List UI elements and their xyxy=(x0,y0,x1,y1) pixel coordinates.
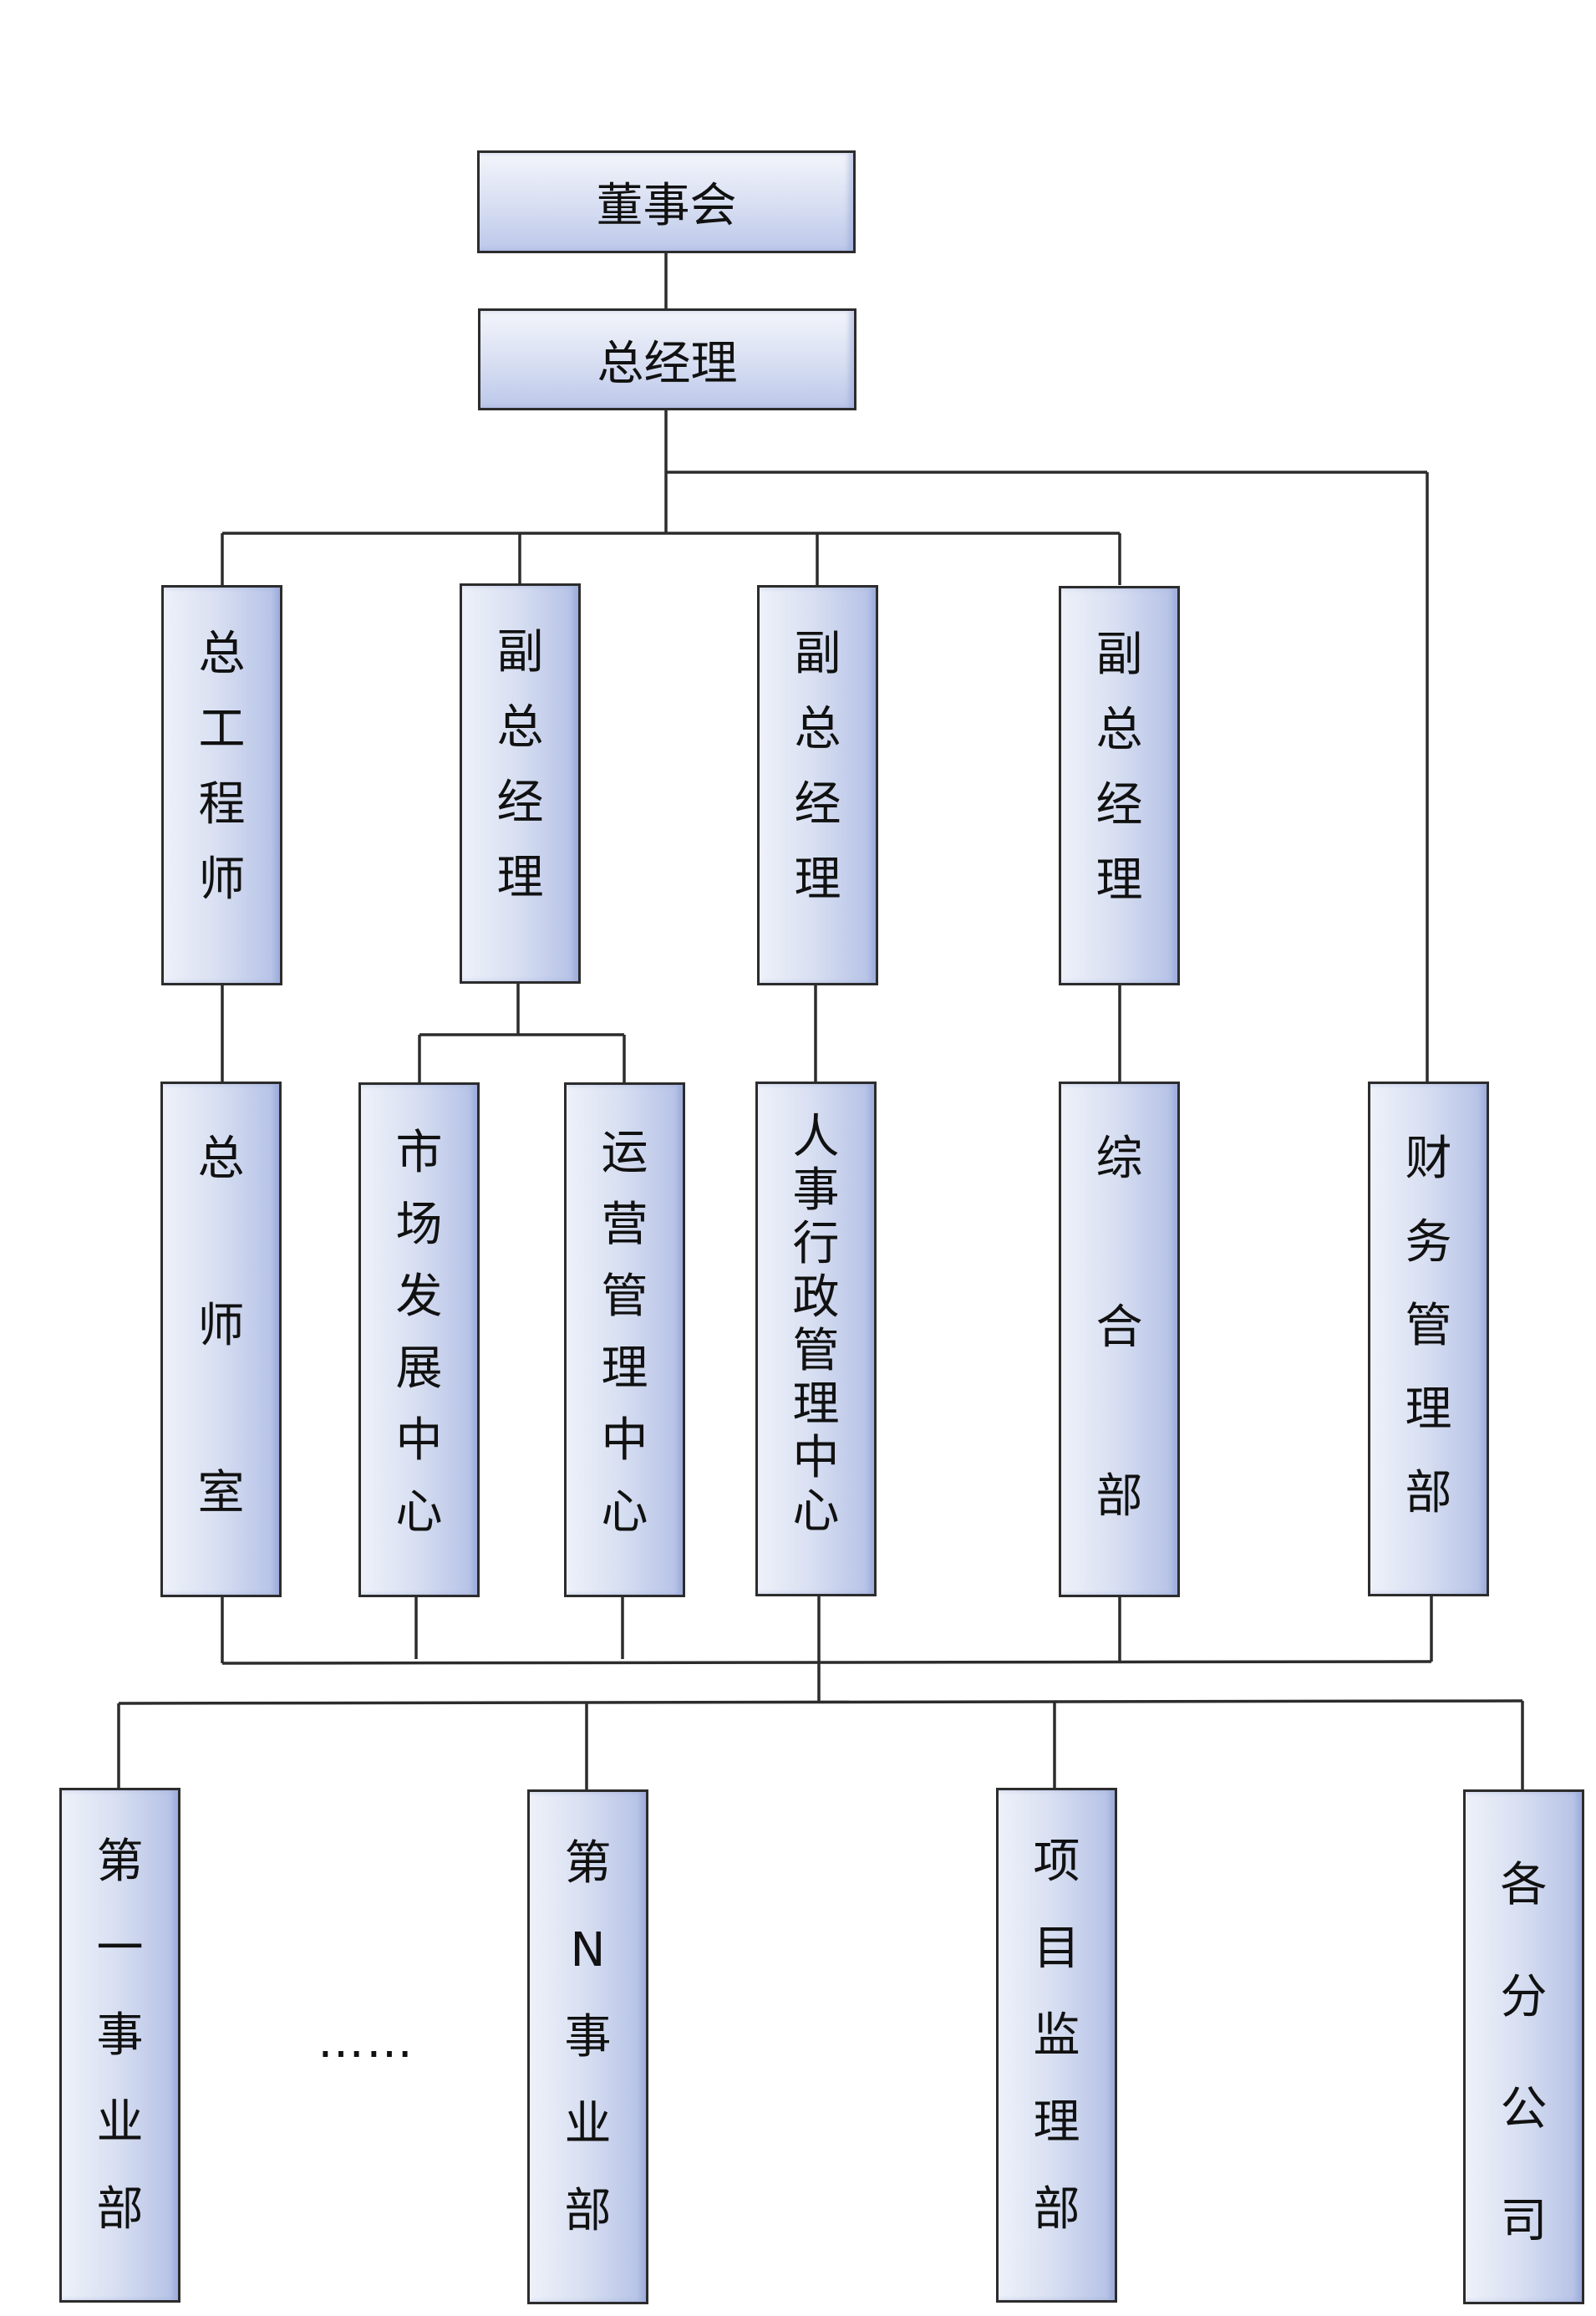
node-label-char: 中 xyxy=(395,1413,443,1468)
node-project-supervision-department: 项目监理部 xyxy=(996,1788,1117,2303)
node-label-char: 项 xyxy=(1033,1835,1080,1889)
node-label-char: 第 xyxy=(96,1835,144,1889)
connector-lines xyxy=(117,252,1524,1790)
node-label-char: 程 xyxy=(198,777,246,832)
node-label-char: 事 xyxy=(96,2008,144,2063)
node-label-char: 副 xyxy=(1095,628,1143,682)
node-label-char: 场 xyxy=(395,1198,443,1252)
node-label-char: 管 xyxy=(601,1270,648,1324)
node-vice-general-manager-3: 副总经理 xyxy=(1059,586,1180,985)
node-label-char: 室 xyxy=(197,1466,245,1520)
node-label-char: 心 xyxy=(395,1485,443,1540)
connector-level4-bus xyxy=(118,1699,1523,1705)
node-first-business-unit: 第一事业部 xyxy=(59,1788,180,2303)
node-label-char: 部 xyxy=(564,2184,612,2238)
node-finance-management-department: 财务管理部 xyxy=(1368,1082,1489,1596)
node-label-char: 总 xyxy=(1095,703,1143,757)
node-label-char: 运 xyxy=(601,1126,648,1180)
node-label-char: 各 xyxy=(1500,1858,1548,1912)
node-branch-companies: 各分公司 xyxy=(1463,1789,1584,2304)
node-label-char: 财 xyxy=(1405,1132,1452,1186)
node-label-char: 务 xyxy=(1405,1215,1452,1270)
node-label-char: 行 xyxy=(792,1217,840,1271)
node-label-char: 理 xyxy=(794,853,841,907)
node-general-manager: 总经理 xyxy=(478,308,856,410)
node-label-char: 总 xyxy=(794,702,841,756)
node-label-char: 营 xyxy=(601,1198,648,1252)
node-board-label: 董事会 xyxy=(596,179,737,233)
node-label-char: 师 xyxy=(197,1299,245,1353)
node-label-char: 总 xyxy=(197,1132,245,1186)
node-label-char: 管 xyxy=(792,1324,840,1378)
node-label-char: 理 xyxy=(496,851,544,905)
node-label-char: 心 xyxy=(792,1484,840,1539)
node-label-char: 经 xyxy=(1095,778,1143,832)
node-vice-general-manager-2: 副总经理 xyxy=(757,585,878,985)
node-label-char: 市 xyxy=(395,1126,443,1180)
node-market-development-center: 市场发展中心 xyxy=(358,1082,480,1597)
node-label-char: 副 xyxy=(496,625,544,680)
connector-departments-bus xyxy=(221,1660,1432,1665)
node-operations-management-center: 运营管理中心 xyxy=(564,1082,685,1597)
node-label-char: 总 xyxy=(198,627,246,681)
node-label-char: 部 xyxy=(1095,1469,1143,1524)
node-label-char: 目 xyxy=(1033,1922,1080,1976)
node-label-char: 部 xyxy=(1405,1466,1452,1520)
node-label-char: N xyxy=(570,1923,606,1978)
node-label-char: 监 xyxy=(1033,2008,1080,2063)
node-general-manager-label: 总经理 xyxy=(597,336,738,391)
node-label-char: 业 xyxy=(96,2095,144,2150)
node-label-char: 政 xyxy=(792,1270,840,1325)
node-label-char: 理 xyxy=(1033,2095,1080,2150)
node-vice-general-manager-1: 副总经理 xyxy=(460,583,581,984)
node-label-char: 综 xyxy=(1095,1132,1143,1186)
node-label-char: 人 xyxy=(792,1110,840,1164)
node-label-char: 部 xyxy=(96,2182,144,2237)
node-label-char: 理 xyxy=(601,1341,648,1396)
node-label-char: 经 xyxy=(496,776,544,830)
node-label-char: 第 xyxy=(564,1836,612,1891)
node-label-char: 理 xyxy=(1095,853,1143,908)
node-hr-admin-management-center: 人事行政管理中心 xyxy=(755,1082,877,1596)
node-label-char: 事 xyxy=(792,1163,840,1218)
node-label-char: 理 xyxy=(792,1377,840,1432)
node-board: 董事会 xyxy=(477,150,856,253)
node-label-char: 副 xyxy=(794,627,841,681)
node-label-char: 一 xyxy=(96,1922,144,1976)
node-label-char: 司 xyxy=(1500,2194,1548,2248)
node-chief-engineer: 总工程师 xyxy=(161,585,282,985)
node-label-char: 部 xyxy=(1033,2182,1080,2237)
node-general-department: 综合部 xyxy=(1059,1082,1180,1597)
node-chief-engineer-office: 总师室 xyxy=(160,1082,282,1597)
node-label-char: 公 xyxy=(1500,2082,1548,2136)
node-label-char: 事 xyxy=(564,2010,612,2064)
ellipsis-more-business-units: …… xyxy=(318,2014,414,2069)
node-label-char: 发 xyxy=(395,1270,443,1324)
node-label-char: 心 xyxy=(601,1485,648,1540)
node-label-char: 理 xyxy=(1405,1382,1452,1437)
node-label-char: 工 xyxy=(198,702,246,756)
node-label-char: 管 xyxy=(1405,1299,1452,1353)
node-label-char: 中 xyxy=(792,1431,840,1485)
node-label-char: 展 xyxy=(395,1341,443,1396)
node-label-char: 总 xyxy=(496,700,544,755)
node-label-char: 分 xyxy=(1500,1970,1548,2024)
node-label-char: 师 xyxy=(198,853,246,907)
node-label-char: 业 xyxy=(564,2097,612,2151)
node-label-char: 中 xyxy=(601,1413,648,1468)
node-label-char: 合 xyxy=(1095,1301,1143,1355)
node-label-char: 经 xyxy=(794,777,841,832)
